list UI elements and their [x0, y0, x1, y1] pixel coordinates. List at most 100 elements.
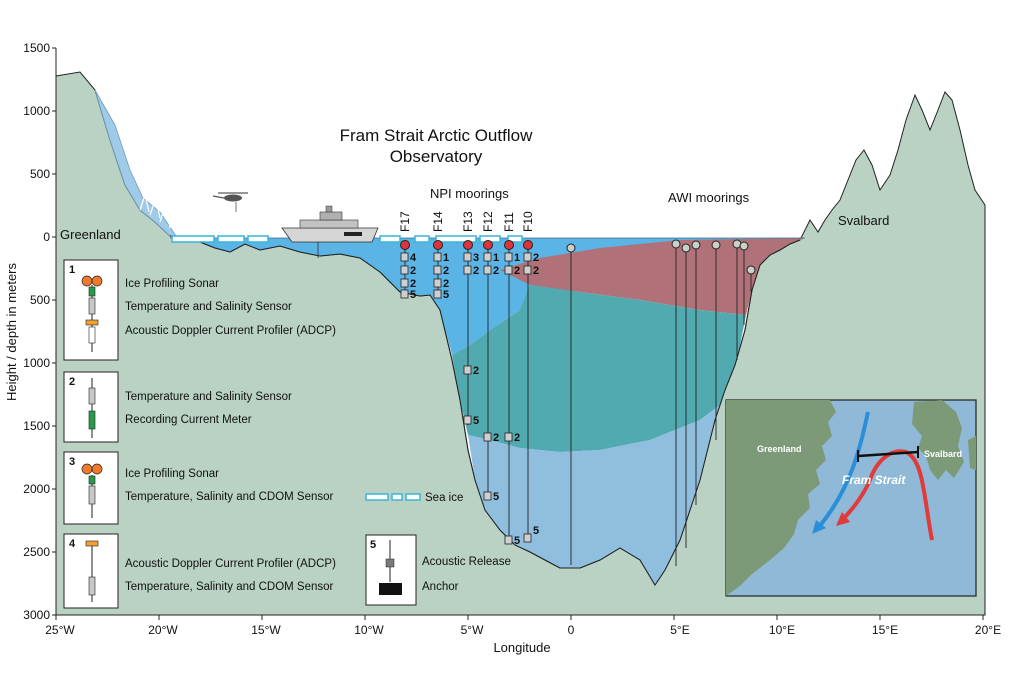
y-tick-2500: 2500 [23, 545, 50, 559]
y-tick-marks [52, 47, 56, 616]
inset-svalbard-land [912, 400, 964, 480]
y-tick-1500-down: 1500 [23, 419, 50, 433]
y-axis-label: Height / depth in meters [4, 262, 19, 401]
y-tick-1000-up: 1000 [23, 104, 50, 118]
mooring-f14-label: F14 [431, 211, 445, 232]
legend-box-2-number: 2 [69, 376, 75, 388]
f14-inst-3: 2 [443, 278, 449, 290]
atlantic-water [500, 238, 805, 315]
legend-box-1: 1 [63, 259, 119, 361]
legend-box-4-number: 4 [69, 538, 76, 550]
legend-2-item-1: Temperature and Salinity Sensor [125, 391, 292, 403]
diagram-title-line2: Observatory [390, 147, 483, 166]
f12-inst-2: 2 [493, 265, 499, 277]
inset-greenland-label: Greenland [757, 444, 802, 454]
f12-inst-3: 2 [493, 432, 499, 444]
f13-inst-4: 5 [473, 415, 479, 427]
intermediate-water [452, 285, 746, 452]
inset-fram-strait-label: Fram Strait [842, 473, 906, 487]
y-tick-labels: 1500 1000 500 0 500 1000 1500 2000 2500 … [23, 41, 50, 622]
f14-inst-2: 2 [443, 265, 449, 277]
mooring-f10-label: F10 [521, 211, 535, 232]
mooring-id-labels: F17 F14 F13 F12 F11 F10 [398, 211, 535, 232]
helicopter-icon [212, 192, 248, 212]
x-tick-marks [55, 615, 984, 620]
legend-1-item-2: Temperature and Salinity Sensor [125, 301, 292, 313]
legend-box-2: 2 [63, 371, 119, 443]
awi-buoys [566, 239, 756, 275]
f14-inst-1: 1 [443, 252, 449, 264]
svalbard-label: Svalbard [838, 213, 889, 228]
y-tick-500-down: 500 [30, 293, 50, 307]
glacier-crevasses [139, 192, 171, 229]
x-tick-5e: 5°E [670, 623, 689, 637]
x-tick-20w: 20°W [148, 623, 178, 637]
legend-4-item-2: Temperature, Salinity and CDOM Sensor [125, 581, 334, 593]
legend-5-item-2: Anchor [422, 581, 459, 593]
legend-box-5-number: 5 [370, 539, 376, 551]
x-axis-label: Longitude [493, 640, 550, 655]
legend-1-item-3: Acoustic Doppler Current Profiler (ADCP) [125, 325, 336, 337]
f17-inst-4: 5 [410, 289, 416, 301]
f11-inst-2: 2 [514, 265, 520, 277]
greenland-label: Greenland [60, 227, 121, 242]
awi-moorings-label: AWI moorings [668, 190, 750, 205]
legend-box-4: 4 [63, 533, 119, 609]
npi-moorings-label: NPI moorings [430, 186, 509, 201]
x-tick-10e: 10°E [769, 623, 795, 637]
inset-greenland-land [726, 400, 836, 596]
f12-inst-1: 1 [493, 252, 499, 264]
legend-4-item-1: Acoustic Doppler Current Profiler (ADCP) [125, 558, 336, 570]
seafloor-outline [169, 235, 801, 586]
diagram-title-line1: Fram Strait Arctic Outflow [340, 126, 533, 145]
f11-inst-3: 2 [514, 432, 520, 444]
inset-svalbard-label: Svalbard [924, 449, 962, 459]
x-tick-20e: 20°E [975, 623, 1001, 637]
inset-blue-current-arrow [816, 411, 870, 530]
f17-inst-2: 2 [410, 265, 416, 277]
x-tick-10w: 10°W [354, 623, 384, 637]
legend-3-item-2: Temperature, Salinity and CDOM Sensor [125, 491, 334, 503]
research-ship-icon [281, 205, 379, 258]
y-tick-0: 0 [43, 230, 50, 244]
x-tick-15e: 15°E [872, 623, 898, 637]
x-tick-5w: 5°W [461, 623, 484, 637]
npi-instrument-numbers: 4 2 2 5 1 2 2 5 3 2 2 5 1 2 2 5 1 2 2 5 … [410, 252, 539, 547]
legend-box-5: 5 [365, 534, 417, 606]
x-tick-0: 0 [568, 623, 575, 637]
mooring-f11-label: F11 [502, 212, 516, 232]
x-tick-labels: 25°W 20°W 15°W 10°W 5°W 0 5°E 10°E 15°E … [45, 623, 1001, 637]
mooring-f12-label: F12 [481, 211, 495, 232]
inset-section-line [857, 450, 919, 458]
legend-2-item-2: Recording Current Meter [125, 414, 252, 426]
f17-inst-1: 4 [410, 252, 417, 264]
awi-mooring-lines [570, 244, 752, 566]
y-tick-3000: 3000 [23, 608, 50, 622]
x-tick-25w: 25°W [45, 623, 75, 637]
y-tick-500-up: 500 [30, 167, 50, 181]
y-tick-1000-down: 1000 [23, 356, 50, 370]
f10-inst-2: 2 [533, 265, 539, 277]
y-tick-2000: 2000 [23, 482, 50, 496]
f12-inst-4: 5 [493, 491, 499, 503]
f10-inst-3: 5 [533, 525, 539, 537]
f13-inst-2: 2 [473, 265, 479, 277]
legend-3-item-1: Ice Profiling Sonar [125, 468, 219, 480]
sea-ice-legend-label: Sea ice [425, 492, 463, 504]
legend-5-item-1: Acoustic Release [422, 556, 511, 568]
legend-box-1-number: 1 [69, 264, 75, 276]
sea-ice-legend-swatch [365, 493, 421, 501]
f10-inst-1: 2 [533, 252, 539, 264]
npi-buoys [400, 240, 533, 250]
y-tick-1500-up: 1500 [23, 41, 50, 55]
x-tick-15w: 15°W [251, 623, 281, 637]
inset-map [725, 399, 977, 597]
f17-inst-3: 2 [410, 278, 416, 290]
mooring-f13-label: F13 [461, 211, 475, 232]
mooring-f17-label: F17 [398, 211, 412, 232]
f13-inst-1: 3 [473, 252, 479, 264]
f13-inst-3: 2 [473, 365, 479, 377]
legend-box-3-number: 3 [69, 456, 75, 468]
f11-inst-4: 5 [514, 535, 520, 547]
